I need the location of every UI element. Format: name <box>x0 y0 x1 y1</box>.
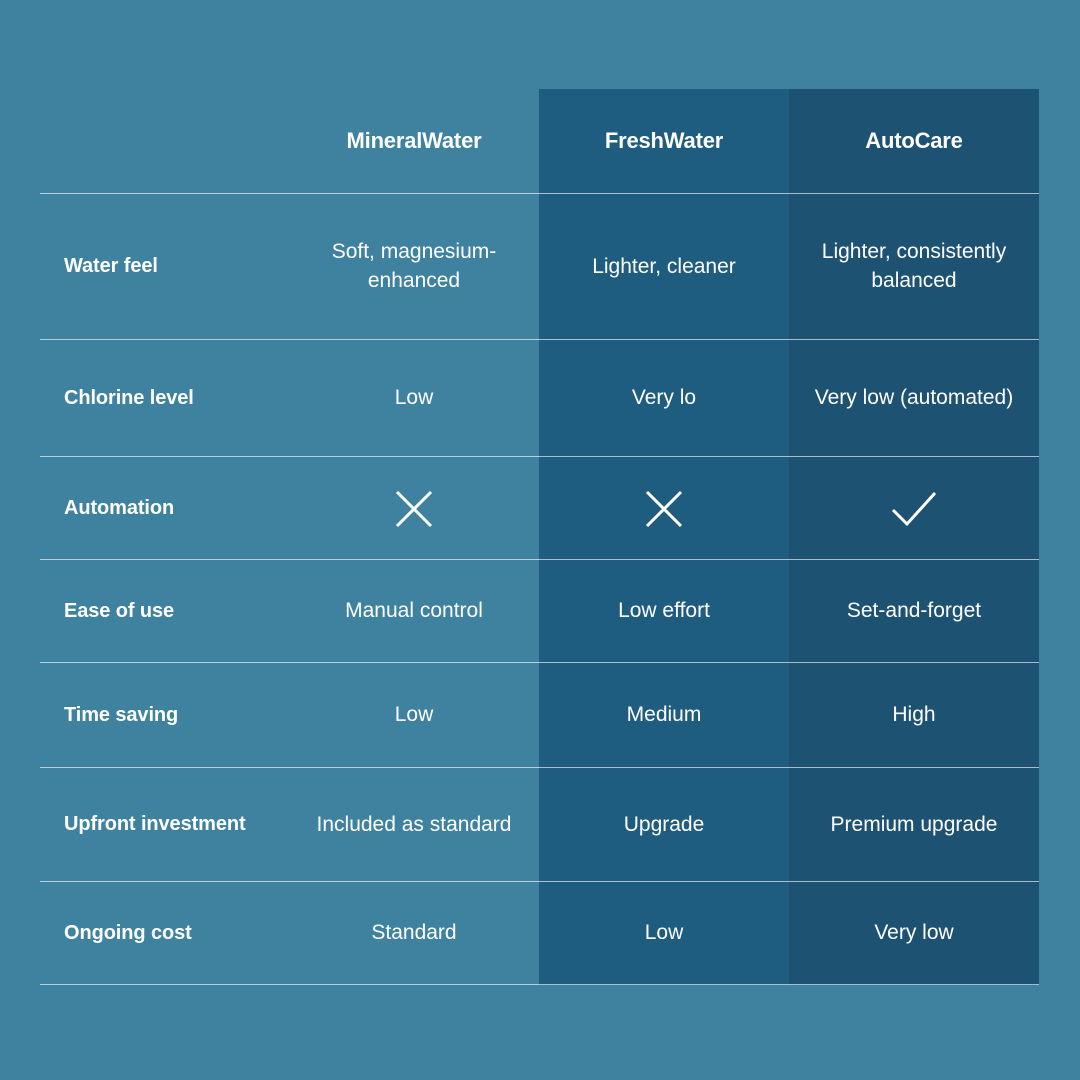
check-icon <box>891 491 937 526</box>
cell-text: Premium upgrade <box>830 812 998 836</box>
table-row: Chlorine level Low Very lo Very low (aut… <box>40 340 1039 457</box>
row-feature-label: Ease of use <box>64 599 175 622</box>
cell-text: Very low (automated) <box>814 386 1014 410</box>
comparison-table: MineralWater FreshWater AutoCare Water f… <box>40 89 1039 985</box>
cell-text: Manual control <box>345 599 483 623</box>
cell-freshwater <box>539 486 789 532</box>
cell-mineralwater: Standard <box>289 919 539 948</box>
cell-mineralwater: Soft, magnesium-enhanced <box>289 238 539 296</box>
row-feature-label: Time saving <box>64 703 179 726</box>
header-col-mineralwater: MineralWater <box>289 126 539 156</box>
table-row: Water feel Soft, magnesium-enhanced Ligh… <box>40 194 1039 340</box>
table-header-row: MineralWater FreshWater AutoCare <box>40 89 1039 194</box>
cell-mineralwater: Included as standard <box>289 811 539 840</box>
row-feature-label: Water feel <box>64 255 158 278</box>
cell-mineralwater <box>289 486 539 532</box>
column-highlight-autocare <box>789 89 1039 985</box>
cell-freshwater: Very lo <box>539 384 789 413</box>
table-row: Time saving Low Medium High <box>40 663 1039 768</box>
cell-autocare: Premium upgrade <box>789 811 1039 840</box>
header-label: AutoCare <box>865 128 963 154</box>
cell-freshwater: Medium <box>539 701 789 730</box>
cell-text: Very low <box>874 921 954 945</box>
cell-text: Lighter, consistently balanced <box>821 240 1007 292</box>
cell-text: Standard <box>371 921 457 945</box>
cross-icon <box>395 490 433 527</box>
cell-text: Included as standard <box>316 812 512 836</box>
cell-autocare: Set-and-forget <box>789 597 1039 626</box>
cross-icon <box>645 490 683 527</box>
cell-freshwater: Low <box>539 919 789 948</box>
cell-mineralwater: Low <box>289 701 539 730</box>
cell-text: Upgrade <box>623 812 705 836</box>
cell-text: Low <box>394 386 434 410</box>
cell-autocare <box>789 486 1039 532</box>
table-row: Ongoing cost Standard Low Very low <box>40 882 1039 985</box>
cell-text: Lighter, cleaner <box>592 254 736 278</box>
cell-freshwater: Lighter, cleaner <box>539 253 789 282</box>
row-feature-label: Chlorine level <box>64 386 194 409</box>
table-row: Ease of use Manual control Low effort Se… <box>40 560 1039 663</box>
cell-text: Very lo <box>631 386 697 410</box>
header-col-autocare: AutoCare <box>789 126 1039 156</box>
row-feature-label: Automation <box>64 496 175 519</box>
header-label: MineralWater <box>346 128 482 154</box>
cell-freshwater: Low effort <box>539 597 789 626</box>
cell-text: Set-and-forget <box>846 599 982 623</box>
cell-text: Low <box>644 921 684 945</box>
cell-text: Low effort <box>618 599 710 623</box>
cell-autocare: Lighter, consistently balanced <box>789 238 1039 296</box>
cell-text: High <box>892 703 936 727</box>
table-row: Upfront investment Included as standard … <box>40 768 1039 882</box>
cell-freshwater: Upgrade <box>539 811 789 840</box>
header-label: FreshWater <box>604 128 724 154</box>
cell-mineralwater: Low <box>289 384 539 413</box>
cell-autocare: Very low <box>789 919 1039 948</box>
cell-autocare: High <box>789 701 1039 730</box>
cell-text: Low <box>394 703 434 727</box>
row-feature-label: Upfront investment <box>64 813 246 836</box>
column-highlight-freshwater <box>539 89 789 985</box>
header-col-freshwater: FreshWater <box>539 126 789 156</box>
cell-autocare: Very low (automated) <box>789 384 1039 413</box>
cell-mineralwater: Manual control <box>289 597 539 626</box>
row-feature-label: Ongoing cost <box>64 921 192 944</box>
cell-text: Soft, magnesium-enhanced <box>331 240 497 292</box>
table-row: Automation <box>40 457 1039 560</box>
cell-text: Medium <box>626 703 702 727</box>
